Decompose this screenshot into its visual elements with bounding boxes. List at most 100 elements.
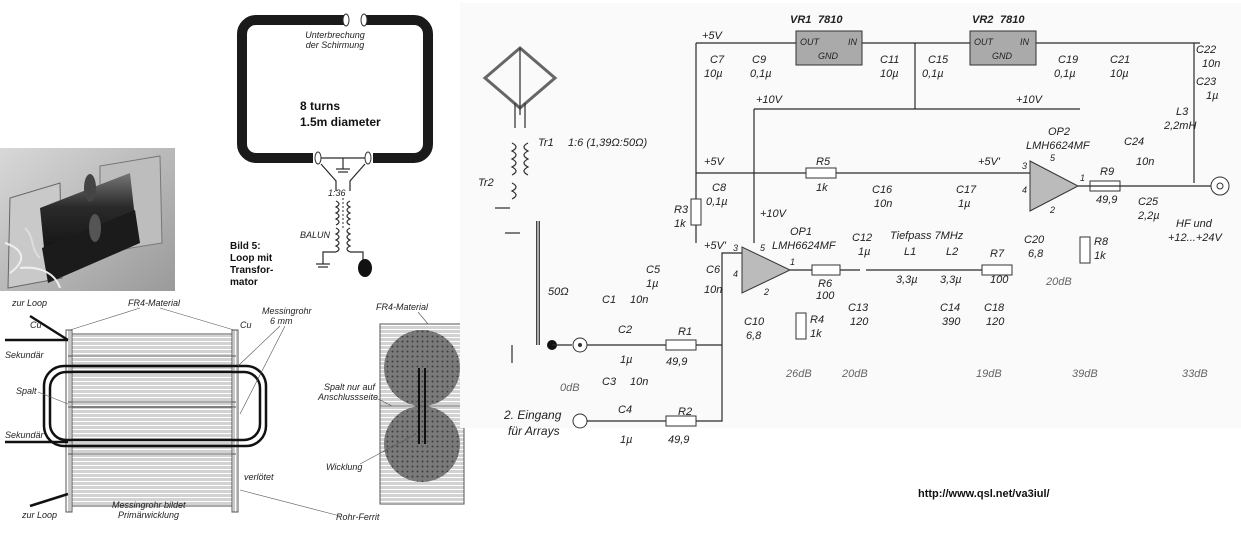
sch-tr1: Tr1 [538, 137, 554, 149]
op1-pin1: 1 [790, 257, 795, 267]
op2-pin1: 1 [1080, 173, 1085, 183]
tx-anschluss: Anschlussseite [317, 392, 378, 402]
sch-r3: R3 [674, 204, 689, 216]
sch-c12v: 1µ [858, 246, 870, 258]
opamp-op2 [1029, 160, 1080, 212]
sch-op2: OP2 [1048, 126, 1070, 138]
ferrite-cross-section-bottom [384, 406, 460, 482]
tx-sekundar-bottom: Sekundär [5, 430, 45, 440]
sch-r8: R8 [1094, 236, 1109, 248]
sch-plus10v-c: +10V [760, 208, 788, 220]
regulator-vr2 [969, 30, 1037, 66]
vr2-gnd: GND [992, 51, 1013, 61]
sch-l3: L3 [1176, 106, 1189, 118]
amplifier-schematic: Tr1 1:6 (1,39Ω:50Ω) Tr2 50Ω 0dB C1 10n C… [460, 3, 1241, 453]
sch-vr1: VR1 [790, 14, 811, 26]
sch-plus5v-top: +5V [702, 30, 724, 42]
op2-pin2: 2 [1049, 205, 1055, 215]
tx-fr4-right: FR4-Material [376, 302, 429, 312]
vr1-out: OUT [800, 37, 821, 47]
vr2-out: OUT [974, 37, 995, 47]
sch-eingang2: 2. Eingang [503, 408, 562, 422]
sch-r5: R5 [816, 156, 831, 168]
sch-c11v: 10µ [880, 68, 899, 80]
loop-turns: 8 turns [300, 99, 340, 113]
tx-zur-loop-bottom: zur Loop [21, 510, 57, 520]
sch-plus5v-op2: +5V' [978, 156, 1001, 168]
sch-c6: C6 [706, 264, 721, 276]
sch-c15: C15 [928, 54, 949, 66]
sch-plus10v-b: +10V [1016, 94, 1044, 106]
sch-c1v: 10n [630, 294, 648, 306]
loop-label-top1: Unterbrechung [305, 30, 365, 40]
sch-c17v: 1µ [958, 198, 970, 210]
sch-r9v: 49,9 [1096, 194, 1117, 206]
loop-diagram: Unterbrechung der Schirmung 8 turns 1.5m… [228, 6, 456, 296]
sch-r9: R9 [1100, 166, 1114, 178]
sch-c10: C10 [744, 316, 765, 328]
ferrite-cross-section-top [384, 330, 460, 406]
sch-db26: 26dB [785, 368, 812, 380]
tx-rohr-ferrit: Rohr-Ferrit [336, 512, 380, 522]
sch-r7: R7 [990, 248, 1005, 260]
vr1-in: IN [848, 37, 858, 47]
ferrite-core-photo-icon [0, 148, 175, 291]
sch-tr2: Tr2 [478, 177, 494, 189]
source-url: http://www.qsl.net/va3iul/ [918, 488, 1050, 500]
tx-cu-right: Cu [240, 320, 252, 330]
sch-r8v: 1k [1094, 250, 1106, 262]
sch-plus5v-op1: +5V' [704, 240, 727, 252]
sch-c24: C24 [1124, 136, 1144, 148]
sch-c9: C9 [752, 54, 766, 66]
loop-label-top2: der Schirmung [306, 40, 365, 50]
sch-c11: C11 [880, 54, 899, 66]
tx-fr4-top: FR4-Material [128, 298, 181, 308]
opamp-op1 [741, 246, 792, 294]
sch-c7v: 10µ [704, 68, 723, 80]
sch-c5v: 1µ [646, 278, 658, 290]
op2-pin5: 5 [1050, 153, 1056, 163]
sch-r7v: 100 [990, 274, 1009, 286]
sch-l2v: 3,3µ [940, 274, 962, 286]
sch-db39: 39dB [1072, 368, 1098, 380]
loop-ratio: 1:36 [328, 188, 346, 198]
sch-c12: C12 [852, 232, 872, 244]
tx-cu-left: Cu [30, 320, 42, 330]
sch-c2: C2 [618, 324, 632, 336]
sch-r1v: 49,9 [666, 356, 687, 368]
op1-pin2: 2 [763, 287, 769, 297]
loop-caption3: Transfor- [230, 265, 273, 276]
loop-caption4: mator [230, 277, 258, 288]
tx-6mm: 6 mm [270, 316, 293, 326]
sch-c8: C8 [712, 182, 727, 194]
sch-vr2-type: 7810 [1000, 14, 1025, 26]
sch-hf: HF und [1176, 218, 1213, 230]
sch-c22: C22 [1196, 44, 1216, 56]
sch-c16v: 10n [874, 198, 892, 210]
sch-plus10v-a: +10V [756, 94, 784, 106]
sch-c25v: 2,2µ [1137, 210, 1160, 222]
sch-l1: L1 [904, 246, 916, 258]
sch-c20: C20 [1024, 234, 1045, 246]
sch-c9v: 0,1µ [750, 68, 772, 80]
sch-op2-type: LMH6624MF [1026, 140, 1091, 152]
sch-vr1-type: 7810 [818, 14, 843, 26]
sch-c23v: 1µ [1206, 90, 1218, 102]
sch-c24v: 10n [1136, 156, 1154, 168]
loop-caption2: Loop mit [230, 253, 273, 264]
sch-arrays: für Arrays [508, 424, 560, 438]
sch-op1: OP1 [790, 226, 812, 238]
sch-r5v: 1k [816, 182, 828, 194]
sch-c10v: 6,8 [746, 330, 762, 342]
sch-c8v: 0,1µ [706, 196, 728, 208]
sch-l2: L2 [946, 246, 958, 258]
sch-c23: C23 [1196, 76, 1217, 88]
array-input-connector[interactable] [572, 413, 588, 429]
sch-r3v: 1k [674, 218, 686, 230]
sch-c6v: 10n [704, 284, 722, 296]
sch-c1: C1 [602, 294, 616, 306]
sch-c13v: 120 [850, 316, 869, 328]
sch-c7: C7 [710, 54, 725, 66]
sch-tiefpass: Tiefpass 7MHz [890, 230, 964, 242]
